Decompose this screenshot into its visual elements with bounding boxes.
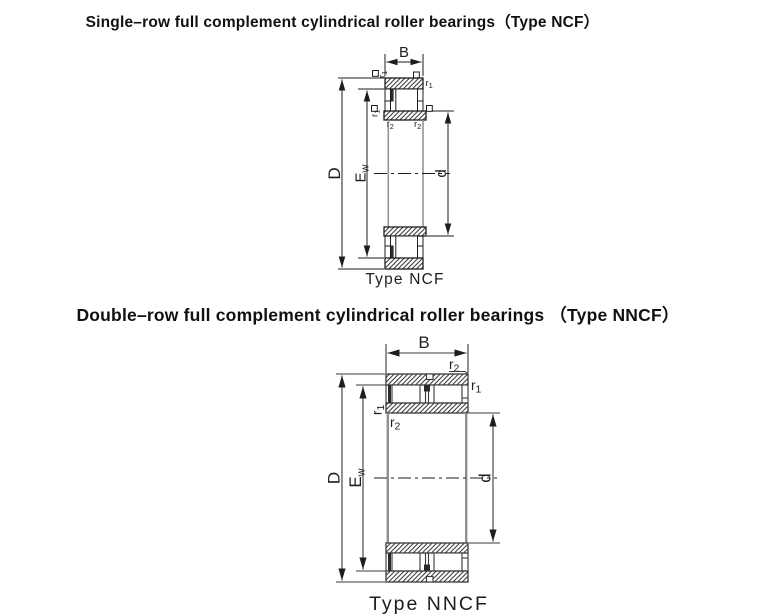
ncf-title: Single–row full complement cylindrical r… — [85, 14, 600, 31]
nncf-mid-rib-upper — [424, 385, 430, 392]
ncf-section-lower — [383, 226, 427, 270]
nncf-diagram: B D Ew d — [325, 333, 500, 615]
nncf-dim-B: B — [385, 333, 469, 373]
nncf-fillet-label-r2-bottom-left: r2 — [390, 415, 401, 433]
nncf-dim-label-d: d — [476, 473, 495, 482]
ncf-inner-ring-upper — [383, 110, 427, 121]
nncf-mid-rib-lower — [424, 564, 430, 571]
ncf-outer-ring-upper — [384, 77, 424, 90]
ncf-diagram: B D Ew d — [325, 44, 454, 288]
nncf-dim-label-Ew: Ew — [346, 468, 368, 487]
nncf-fillet-label-r1-right: r1 — [471, 378, 482, 396]
nncf-right-flange-lower — [461, 557, 469, 572]
ncf-fillet-label-r1-mid-left: r1 — [370, 110, 382, 117]
ncf-roller-gap-shadow-lower — [391, 245, 394, 258]
nncf-fillet-label-r2-top-right: r2 — [449, 357, 460, 375]
ncf-fillet-label-r2-bottom-right: r2 — [414, 119, 421, 131]
ncf-roller-gap-shadow-upper — [391, 89, 394, 102]
nncf-lube-groove-upper — [425, 373, 434, 381]
ncf-r-callout-box-mid-left — [371, 105, 378, 112]
nncf-left-rib-upper — [388, 385, 391, 403]
nncf-roller-right-upper — [433, 384, 463, 404]
ncf-dim-label-B: B — [399, 44, 409, 61]
nncf-roller-right-lower — [433, 552, 463, 572]
ncf-r-callout-box-top-left — [372, 70, 379, 77]
nncf-roller-left-lower — [391, 552, 421, 572]
ncf-dim-Ew: Ew — [353, 88, 384, 259]
ncf-r-callout-box-top-right — [413, 71, 420, 79]
ncf-outer-flange-left — [384, 88, 391, 102]
ncf-outer-ring-lower — [384, 257, 424, 270]
ncf-outer-flange-right-lower — [417, 245, 424, 259]
ncf-dim-label-D: D — [325, 167, 344, 179]
nncf-dim-d: d — [469, 412, 500, 544]
ncf-caption: Type NCF — [365, 271, 444, 288]
ncf-r-callout-box-mid-right — [426, 105, 433, 112]
nncf-lube-groove-lower — [425, 575, 434, 583]
nncf-section-lower — [385, 542, 469, 583]
nncf-inner-ring-upper — [385, 402, 469, 414]
ncf-dim-B: B — [384, 44, 424, 76]
nncf-dim-D: D — [325, 373, 385, 583]
nncf-dim-Ew: Ew — [346, 384, 386, 572]
ncf-roller-upper — [390, 88, 418, 112]
ncf-outer-flange-left-lower — [384, 245, 391, 259]
ncf-roller-lower — [390, 235, 418, 259]
nncf-r2-leader-line — [449, 370, 469, 375]
ncf-fillet-label-r1-top-right: r1 — [426, 78, 433, 90]
nncf-caption: Type NNCF — [369, 593, 489, 615]
nncf-fillet-label-r1-mid-left: r1 — [370, 405, 388, 416]
nncf-left-rib-lower — [388, 553, 391, 571]
ncf-dim-D: D — [325, 77, 384, 270]
nncf-right-flange-upper — [461, 384, 469, 399]
ncf-dim-label-Ew: Ew — [353, 164, 372, 182]
nncf-dim-label-D: D — [325, 472, 344, 484]
nncf-section-upper — [385, 373, 469, 414]
nncf-fillet-labels: r2 r1 r1 r2 — [370, 357, 482, 433]
ncf-section-upper — [371, 70, 433, 121]
nncf-dim-label-B: B — [418, 333, 429, 352]
nncf-inner-ring-lower — [385, 542, 469, 554]
ncf-fillet-label-r1-top-left: r1 — [377, 71, 389, 78]
ncf-inner-ring-lower — [383, 226, 427, 237]
ncf-outer-flange-right — [417, 88, 424, 102]
nncf-roller-left-upper — [391, 384, 421, 404]
nncf-title: Double–row full complement cylindrical r… — [76, 305, 680, 325]
